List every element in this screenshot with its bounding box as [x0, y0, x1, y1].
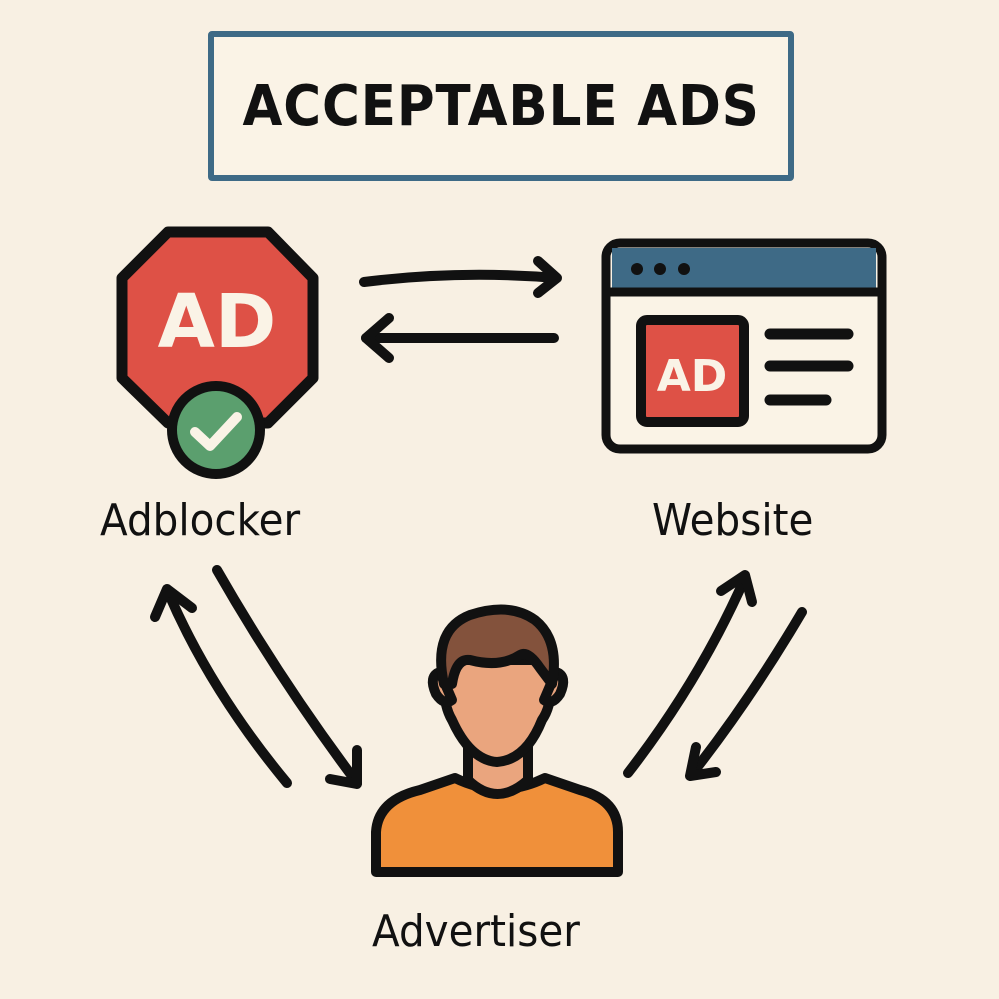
arrow-advertiser-to-website	[623, 570, 757, 778]
arrow-website-to-adblocker	[361, 313, 559, 363]
check-icon	[167, 381, 265, 479]
website-label: Website	[652, 495, 814, 546]
advertiser-label: Advertiser	[372, 906, 580, 957]
person-icon	[371, 604, 623, 877]
browser-window-icon: AD	[601, 238, 887, 454]
arrow-adblocker-to-website	[359, 256, 562, 298]
title-box: ACCEPTABLE ADS	[208, 31, 794, 181]
website-badge-text: AD	[657, 351, 728, 402]
stop-sign-ad-icon: AD	[116, 226, 319, 429]
arrow-website-to-advertiser	[685, 607, 807, 781]
diagram-title: ACCEPTABLE ADS	[242, 73, 760, 139]
arrow-adblocker-to-advertiser	[212, 565, 362, 789]
arrow-advertiser-to-adblocker	[150, 584, 292, 788]
adblocker-label: Adblocker	[100, 495, 301, 546]
adblocker-badge-text: AD	[158, 279, 277, 365]
